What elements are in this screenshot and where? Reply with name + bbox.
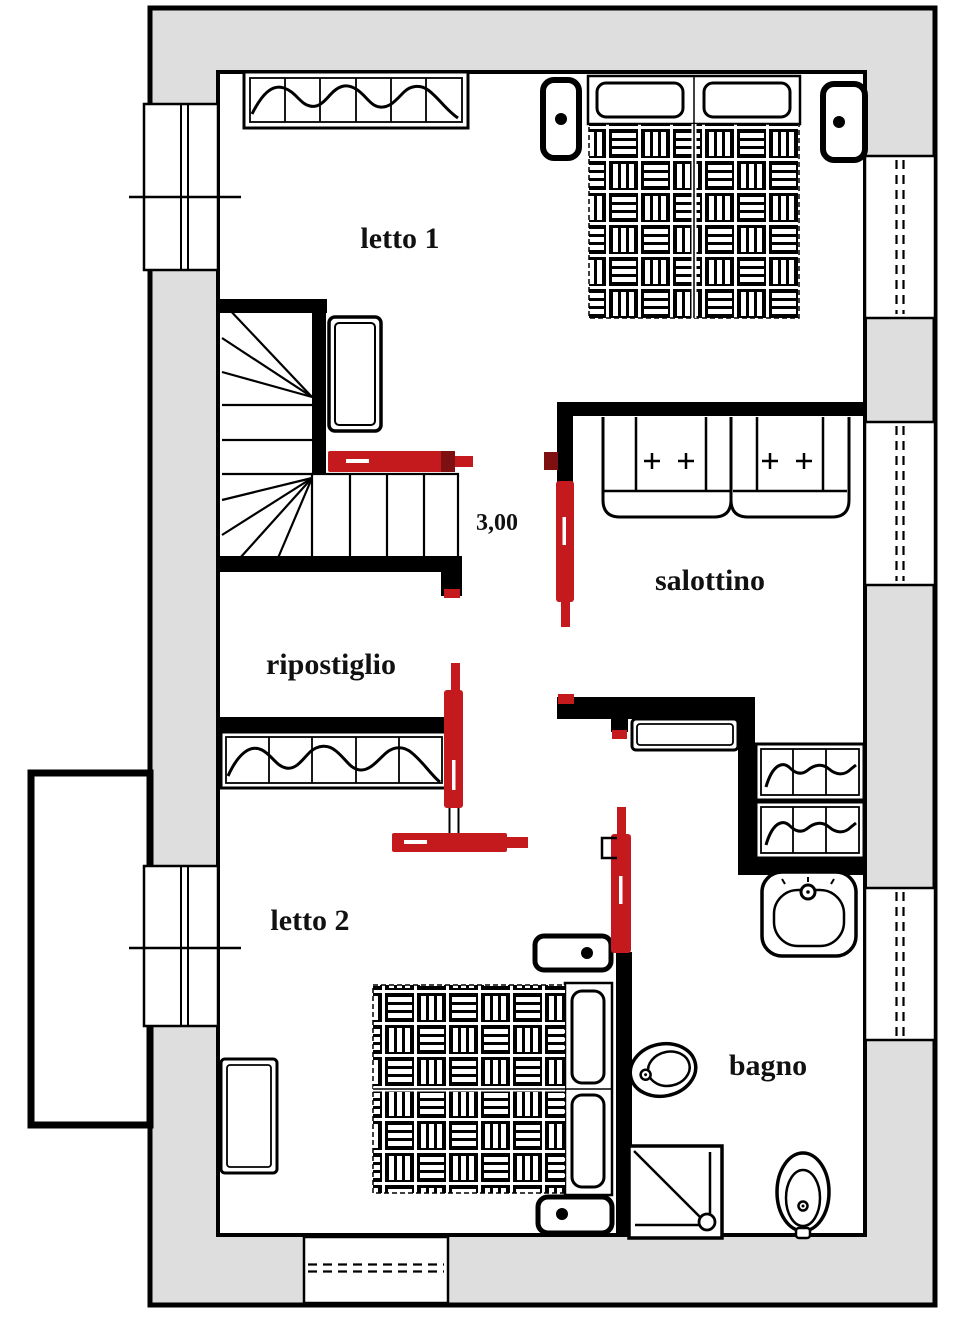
cabinet-bagno-1 (754, 742, 866, 802)
bed-letto2 (372, 981, 614, 1197)
nightstand-letto2-bottom (535, 1194, 615, 1236)
dimension-stair-width: 3,00 (476, 510, 518, 536)
red-door-salottino (544, 452, 574, 627)
window-right-salottino (863, 420, 937, 587)
nightstand-letto2-top (532, 933, 614, 973)
door-cap (544, 452, 558, 470)
toilet (628, 1041, 698, 1099)
room-label-ripostiglio: ripostiglio (266, 648, 396, 681)
window-right-letto1 (863, 154, 937, 320)
bed-letto1 (586, 74, 802, 319)
pillow (570, 989, 606, 1085)
pillow (570, 1093, 606, 1189)
sofa (601, 417, 851, 519)
door-leaf-bagno (630, 717, 740, 752)
shower (627, 1144, 724, 1240)
bidet (775, 1151, 831, 1240)
window-right-bagno (863, 886, 937, 1042)
door-cap (441, 451, 455, 472)
red-door-bagno (600, 807, 631, 953)
window-bottom (302, 1235, 450, 1305)
sink (760, 870, 858, 958)
red-door-letto2 (392, 833, 528, 852)
partition-walls (218, 299, 866, 1237)
red-door-stairs (328, 451, 473, 472)
staircase (221, 305, 460, 564)
pillow (595, 81, 685, 119)
wardrobe-letto2 (219, 1057, 279, 1175)
room-label-letto2: letto 2 (270, 904, 349, 937)
window-left-letto1 (129, 102, 241, 272)
room-label-letto1: letto 1 (360, 222, 439, 255)
cabinet-bagno-2 (754, 800, 866, 860)
nightstand-letto1-right (820, 81, 868, 163)
wardrobe-ripostiglio (219, 730, 449, 790)
nightstand-letto1-left (540, 77, 582, 161)
pillow (702, 81, 792, 119)
red-door-ripostiglio (444, 663, 463, 836)
wardrobe-letto1 (242, 70, 470, 130)
red-wall-caps (444, 589, 627, 739)
room-label-bagno: bagno (729, 1049, 807, 1082)
room-label-salottino: salottino (655, 564, 765, 597)
cushion-buttons (644, 453, 812, 469)
door-leaf-stairs (327, 315, 383, 433)
window-left-letto2 (129, 864, 241, 1028)
